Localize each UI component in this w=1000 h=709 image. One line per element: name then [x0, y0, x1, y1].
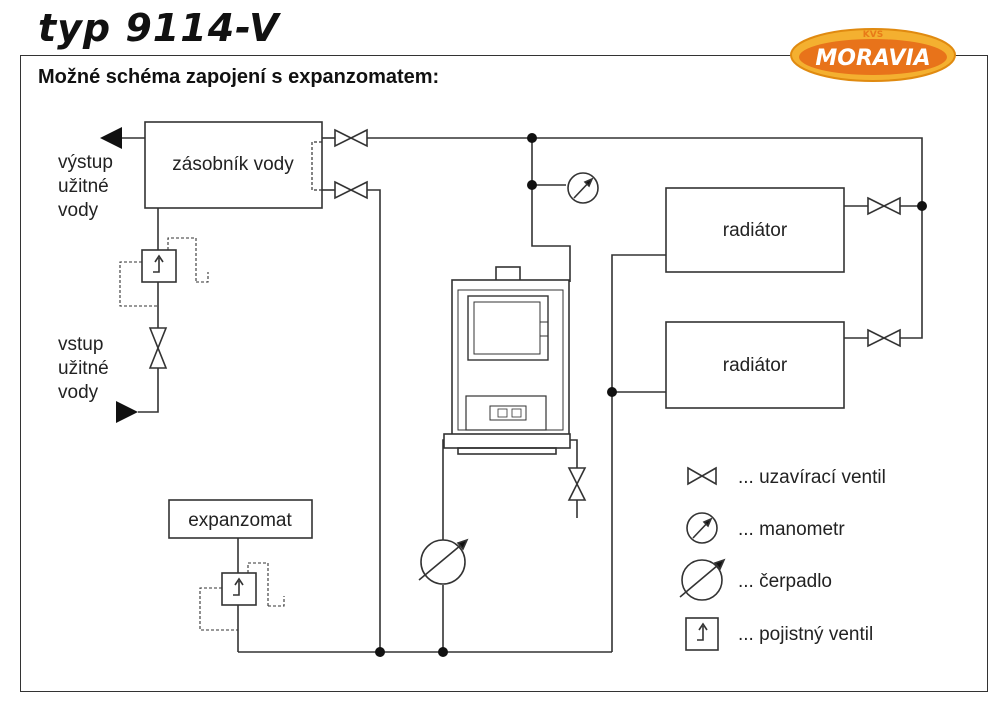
legend: ... uzavírací ventil ... manometr ... če…	[679, 466, 886, 651]
radiator-top-label: radiátor	[723, 220, 788, 241]
legend-safety-valve-icon	[685, 617, 719, 651]
legend-shutoff-valve-text: ... uzavírací ventil	[738, 467, 886, 488]
pipe-junctions	[375, 133, 927, 657]
shutoff-valve-icon	[148, 327, 168, 369]
diagram-frame	[20, 55, 988, 692]
shutoff-valve-icon	[867, 196, 901, 216]
shutoff-valve-icon	[334, 128, 368, 148]
kvs-moravia-logo: KVS MORAVIA	[790, 28, 956, 82]
legend-pump-icon	[679, 558, 726, 601]
tank-label: zásobník vody	[172, 154, 294, 175]
expansion-label: expanzomat	[188, 510, 292, 531]
shutoff-valve-icon	[867, 328, 901, 348]
water-tank	[144, 121, 323, 209]
inlet-label-line1: vstup	[58, 334, 103, 355]
legend-pressure-gauge-icon	[686, 512, 718, 544]
page-title: typ 9114-V	[38, 6, 280, 50]
legend-safety-valve-text: ... pojistný ventil	[738, 624, 873, 645]
page-subtitle: Možné schéma zapojení s expanzomatem:	[38, 66, 440, 88]
stove	[443, 266, 571, 455]
radiator-bottom	[665, 321, 845, 409]
safety-valve-icon	[221, 572, 257, 606]
logo-top-text: KVS	[863, 30, 883, 40]
inlet-arrow-icon	[116, 401, 138, 423]
outlet-label-line2: užitné	[58, 176, 109, 197]
safety-valve-icon	[141, 249, 177, 283]
inlet-label-line3: vody	[58, 382, 99, 403]
pump-icon	[418, 538, 469, 585]
expansion-tank	[168, 499, 313, 539]
shutoff-valve-icon	[567, 467, 587, 501]
legend-manometer-text: ... manometr	[738, 519, 845, 540]
radiator-bottom-label: radiátor	[723, 355, 788, 376]
tank-coil	[311, 141, 322, 191]
outlet-label-line1: výstup	[58, 152, 113, 173]
inlet-label-line2: užitné	[58, 358, 109, 379]
outlet-label-line3: vody	[58, 200, 99, 221]
pressure-gauge-icon	[567, 172, 599, 204]
radiator-top	[665, 187, 845, 273]
logo-main-text: MORAVIA	[815, 46, 930, 71]
legend-pump-text: ... čerpadlo	[738, 571, 832, 592]
outlet-arrow-icon	[100, 127, 122, 149]
shutoff-valve-icon	[334, 180, 368, 200]
legend-shutoff-valve-icon	[687, 466, 717, 486]
